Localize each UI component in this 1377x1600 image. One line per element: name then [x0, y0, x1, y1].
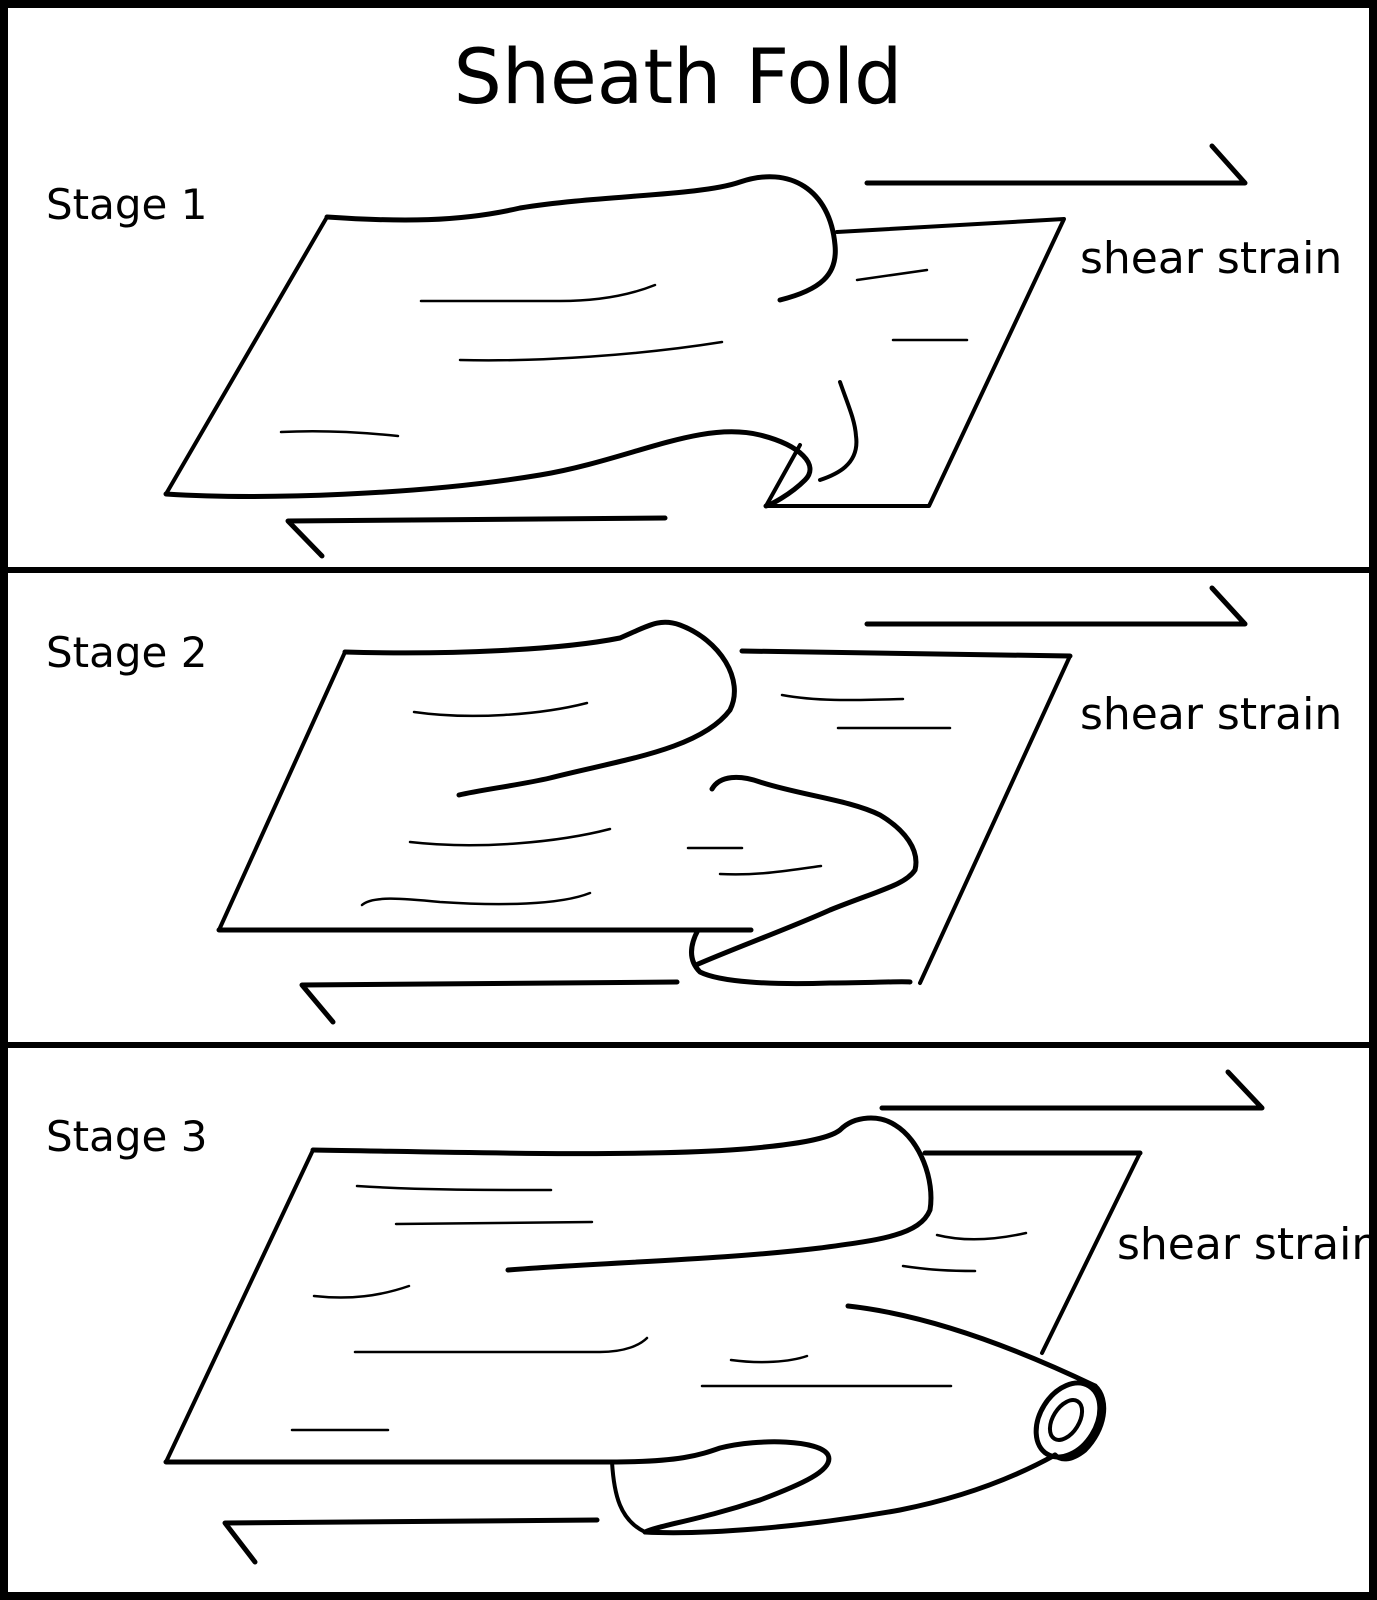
- stage-3-sheath-lower: [642, 1452, 1058, 1536]
- texture-line: [419, 283, 657, 303]
- texture-line: [279, 429, 400, 438]
- stage-2-label: Stage 2: [46, 628, 207, 677]
- half-arrow-left-icon: [222, 1517, 600, 1565]
- stage-2-back-top: [739, 648, 1073, 659]
- stage-3-lower-curl: [610, 1460, 647, 1534]
- sheath-outer-ring-icon: [1033, 1380, 1103, 1460]
- stage-3-sheath-nose: [1052, 1383, 1107, 1462]
- texture-line: [458, 340, 724, 362]
- texture-line: [935, 1231, 1028, 1241]
- texture-line: [901, 1264, 977, 1273]
- half-arrow-left-icon: [299, 979, 680, 1025]
- stage-2-lower-fold: [689, 927, 913, 987]
- stage-1-hinge: [764, 380, 859, 508]
- stage-2-left-edge: [217, 650, 347, 932]
- stage-2-middle-lobe: [693, 774, 919, 968]
- half-arrow-right-icon: [864, 585, 1248, 627]
- texture-line: [360, 891, 592, 907]
- stage-1-panel: Stage 1 shear strain: [46, 143, 1342, 559]
- stage-1-shear-label: shear strain: [1080, 233, 1342, 284]
- stage-2-panel: Stage 2 shear strain: [46, 585, 1342, 1025]
- texture-line: [408, 827, 612, 847]
- texture-line: [412, 701, 589, 718]
- stage-1-fold-bottom: [163, 429, 813, 509]
- stage-1-left-edge: [164, 215, 329, 496]
- texture-line: [718, 864, 823, 876]
- stage-3-left-edge: [164, 1148, 315, 1464]
- half-arrow-right-icon: [879, 1069, 1265, 1111]
- texture-line: [394, 1220, 594, 1226]
- stage-3-label: Stage 3: [46, 1112, 207, 1161]
- stage-1-label: Stage 1: [46, 180, 207, 229]
- stage-3-sheath-upper: [845, 1303, 1098, 1389]
- stage-2-fold-top: [342, 619, 737, 798]
- texture-line: [729, 1354, 809, 1364]
- sheath-inner-ring-icon: [1047, 1398, 1085, 1442]
- texture-line: [355, 1184, 553, 1192]
- stage-2-right-edge: [918, 654, 1072, 985]
- diagram-title: Sheath Fold: [454, 32, 903, 121]
- texture-line: [353, 1336, 649, 1354]
- stage-3-right-edge: [1040, 1151, 1142, 1355]
- texture-line: [855, 268, 929, 282]
- stage-3-bottom-edge: [163, 1439, 832, 1535]
- half-arrow-right-icon: [864, 143, 1248, 186]
- stage-3-shear-label: shear strain: [1117, 1219, 1377, 1270]
- stage-3-fold-top: [310, 1115, 934, 1273]
- stage-1-fold-top: [324, 174, 838, 303]
- stage-2-shear-label: shear strain: [1080, 689, 1342, 740]
- stage-1-back-sheet: [764, 217, 1066, 508]
- texture-line: [780, 693, 905, 702]
- half-arrow-left-icon: [285, 515, 668, 559]
- texture-line: [312, 1284, 411, 1299]
- stage-3-panel: Stage 3 shear strain: [46, 1069, 1377, 1565]
